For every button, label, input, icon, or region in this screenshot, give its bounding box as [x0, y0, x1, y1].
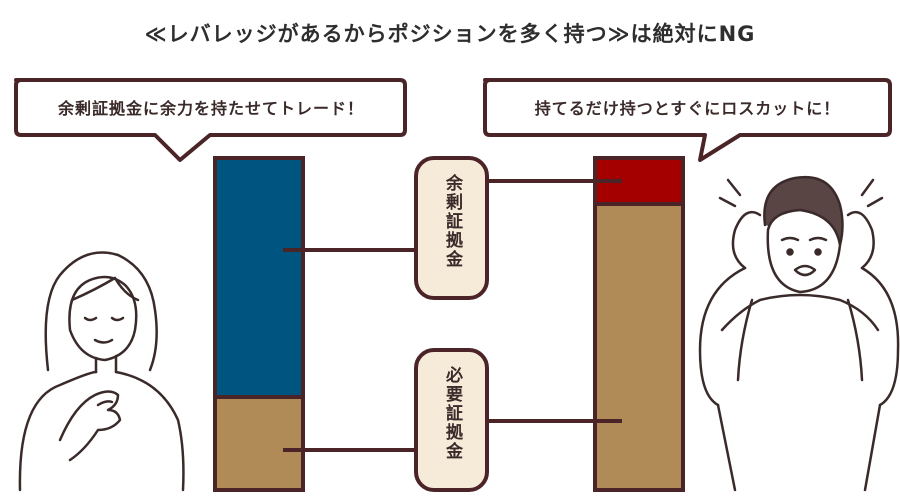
calm-woman-icon — [18, 251, 185, 492]
left-margin-bar — [213, 156, 305, 492]
left-speech-bubble — [14, 78, 407, 162]
left-bubble-text: 余剰証拠金に余力を持たせてトレード！ — [57, 99, 364, 118]
right-required-segment — [595, 204, 683, 490]
right-margin-bar — [593, 156, 685, 492]
worried-man-icon — [698, 175, 900, 492]
surplus-label-box — [414, 156, 489, 300]
page-title: ≪レバレッジがあるからポジションを多く持つ≫は絶対にNG — [144, 22, 756, 46]
required-margin-label: 必要証拠金 — [442, 366, 462, 461]
required-label-box — [414, 348, 489, 492]
left-surplus-segment — [215, 158, 303, 397]
left-bar-outline — [213, 156, 305, 492]
surplus-margin-label: 余剰証拠金 — [442, 174, 462, 269]
connector-lines — [283, 179, 622, 452]
right-bar-outline — [593, 156, 685, 492]
left-required-segment — [215, 397, 303, 490]
right-bubble-text: 持てるだけ持つとすぐにロスカットに！ — [534, 99, 841, 118]
right-speech-bubble — [483, 78, 892, 162]
